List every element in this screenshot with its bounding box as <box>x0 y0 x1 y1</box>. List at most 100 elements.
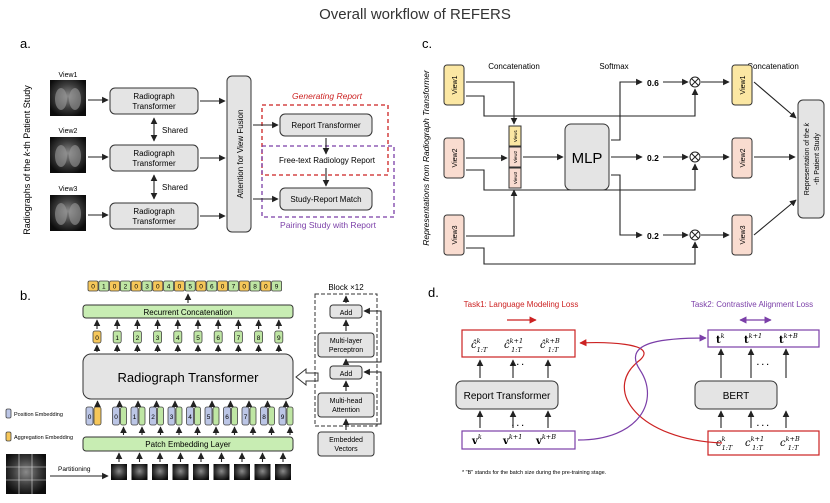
aggregation-token-cell <box>93 406 102 426</box>
top-token-label: 3 <box>145 284 149 291</box>
partitioning-label: Partitioning <box>58 466 91 473</box>
c-weighted-view3: View3 <box>731 214 753 256</box>
svg-text:Transformer: Transformer <box>132 217 176 226</box>
top-token-label: 0 <box>242 284 246 291</box>
image-patch-row <box>111 452 291 480</box>
panel-label-d: d. <box>428 285 439 300</box>
source-xray-image <box>6 454 46 494</box>
svg-text:View3: View3 <box>740 225 747 244</box>
svg-text:Add: Add <box>340 310 353 317</box>
weight-2: 0.2 <box>647 153 659 163</box>
patient-study-representation: Representation of the k -th Patient Stud… <box>797 99 825 219</box>
output-token-cell <box>193 330 203 344</box>
output-token-label: 7 <box>237 335 241 342</box>
output-token-label: 4 <box>176 335 180 342</box>
output-token-cell <box>233 330 243 344</box>
svg-text:Radiograph: Radiograph <box>133 92 174 101</box>
aggregation-embedding-label: Aggregation Embedding <box>14 435 73 441</box>
top-token-cell <box>249 280 261 292</box>
language-modeling-curve <box>579 339 723 444</box>
svg-text:Representation of the k: Representation of the k <box>804 122 811 195</box>
patch-token-cell <box>138 406 146 426</box>
top-token-cell <box>206 280 218 292</box>
top-token-cell <box>98 280 110 292</box>
top-token-cell <box>130 280 142 292</box>
patch-token-cell <box>157 406 164 426</box>
image-patch <box>234 464 250 480</box>
block-count-label: Block ×12 <box>328 283 364 292</box>
concatenation-right-label: Concatenation <box>747 62 799 71</box>
image-patch <box>213 464 230 480</box>
svg-text:View1: View1 <box>452 75 459 94</box>
svg-text:Patch Embedding Layer: Patch Embedding Layer <box>145 440 231 449</box>
output-token-cell <box>254 330 264 344</box>
top-token-cell <box>227 280 239 292</box>
embedded-vectors-box: Embedded Vectors <box>317 431 375 457</box>
top-token-label: 0 <box>91 284 95 291</box>
output-token-cell <box>92 330 102 344</box>
top-token-label: 0 <box>199 284 203 291</box>
top-token-label: 0 <box>221 284 225 291</box>
radiograph-transformer-b: Radiograph Transformer <box>82 353 294 400</box>
position-token-cell <box>85 406 94 426</box>
panel-label-a: a. <box>20 36 31 51</box>
svg-text:MLP: MLP <box>572 150 603 167</box>
position-token-cell <box>204 406 213 426</box>
output-token-label: 8 <box>257 335 261 342</box>
svg-text:View3: View3 <box>452 225 459 244</box>
xray-image-view2 <box>50 137 86 173</box>
dots-top-left: · · · <box>512 360 524 369</box>
top-token-label: 0 <box>134 284 138 291</box>
panel-label-b: b. <box>20 288 31 303</box>
svg-text:Report Transformer: Report Transformer <box>291 121 361 130</box>
multiply-icon-1 <box>689 76 701 88</box>
weight-3: 0.2 <box>647 231 659 241</box>
image-patch <box>172 464 189 480</box>
text-embeddings-box <box>707 329 820 348</box>
position-token-cell <box>241 406 250 426</box>
visual-embeddings-box <box>461 430 576 450</box>
svg-text:Radiograph Transformer: Radiograph Transformer <box>118 370 260 385</box>
multiply-icon-2 <box>689 151 701 163</box>
softmax-label: Softmax <box>599 62 628 71</box>
multiply-icon-3 <box>689 229 701 241</box>
svg-text:View2: View2 <box>452 148 459 167</box>
top-token-label: 0 <box>113 284 117 291</box>
svg-text:Multi-head: Multi-head <box>330 398 363 405</box>
mha-box: Multi-head Attention <box>317 392 375 418</box>
panel-a: a. Radiographs of the k-th Patient Study… <box>20 36 395 235</box>
image-patch <box>152 464 168 480</box>
svg-text:Add: Add <box>340 371 353 378</box>
radiograph-transformer-2: Radiograph Transformer <box>109 144 199 172</box>
output-token-cell <box>112 330 122 344</box>
report-transformer-d: Report Transformer <box>455 380 559 410</box>
svg-text:Vectors: Vectors <box>334 446 358 453</box>
svg-text:Perceptron: Perceptron <box>329 347 363 354</box>
block-expand-arrow <box>295 367 319 387</box>
output-token-cell <box>153 330 163 344</box>
top-token-label: 6 <box>210 284 214 291</box>
c-view2: View2 <box>443 137 465 179</box>
input-token-label: 0 <box>114 414 118 421</box>
top-token-cell <box>238 280 250 292</box>
svg-text:View2: View2 <box>513 150 518 163</box>
svg-text:-th Patient Study: -th Patient Study <box>814 133 821 185</box>
aggregation-embedding-swatch <box>5 431 12 442</box>
text-embedding-k: tk <box>716 332 725 346</box>
input-token-label: 3 <box>170 414 174 421</box>
image-patch <box>275 464 291 480</box>
contrastive-curve <box>577 334 707 441</box>
patient-study-side-label: Radiographs of the k-th Patient Study <box>22 85 32 235</box>
predicted-tokens-box <box>461 329 576 358</box>
output-token-label: 6 <box>216 335 220 342</box>
svg-text:Recurrent Concatenation: Recurrent Concatenation <box>144 308 233 317</box>
top-token-label: 9 <box>275 284 279 291</box>
output-token-label: 9 <box>277 335 281 342</box>
position-token-cell <box>112 406 120 426</box>
svg-text:View2: View2 <box>740 148 747 167</box>
representations-side-label: Representations from Radiograph Transfor… <box>421 69 431 246</box>
